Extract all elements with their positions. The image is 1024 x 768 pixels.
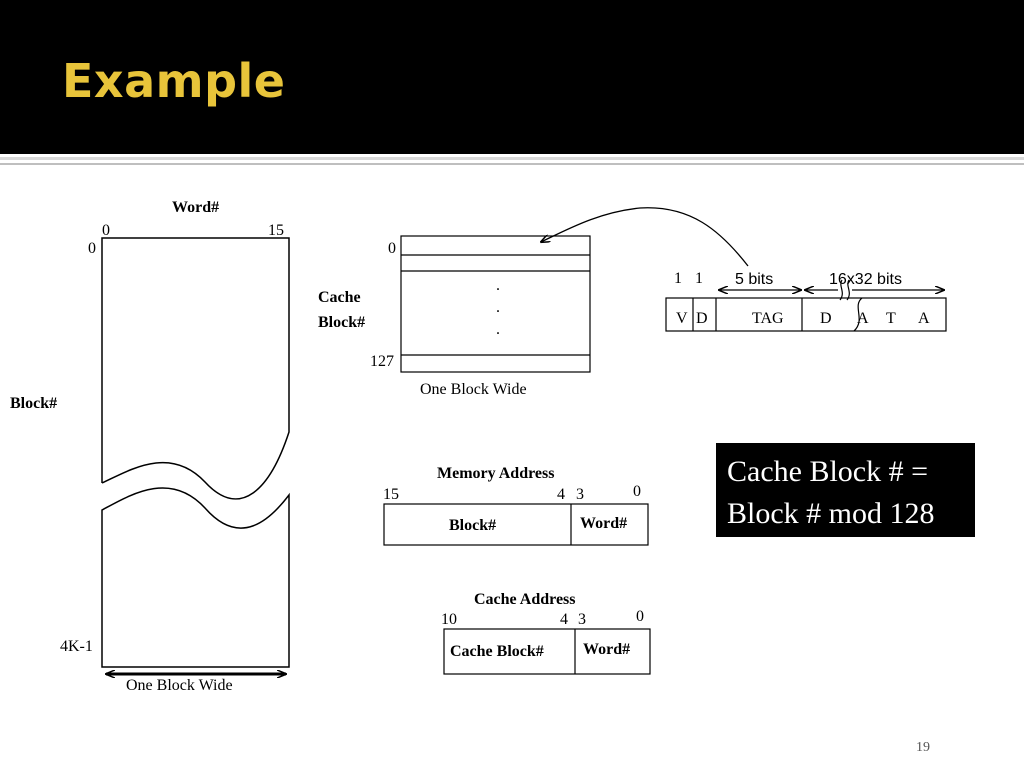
main-memory-word-first: 0 [102, 222, 110, 239]
page-number: 19 [916, 740, 930, 755]
cache-ellipsis-dot: . [496, 277, 500, 294]
cache-ellipsis-dot: . [496, 321, 500, 338]
cache-width-label: One Block Wide [420, 381, 527, 398]
main-memory-word-header: Word# [172, 199, 219, 216]
cache-address-bit-low: 0 [636, 608, 644, 625]
cache-address-bit-split-hi: 4 [560, 611, 568, 628]
memory-address: Memory Address 15 4 3 0 Block# Word# [383, 465, 649, 546]
cache-line-box [665, 297, 947, 332]
cache-address-bit-split-lo: 3 [578, 611, 586, 628]
mapping-formula-box: Cache Block # = Block # mod 128 [716, 443, 975, 537]
title-divider-secondary [0, 163, 1024, 165]
main-memory-word-last: 15 [268, 222, 284, 239]
memory-address-bit-high: 15 [383, 486, 399, 503]
main-memory-width-label: One Block Wide [126, 677, 233, 694]
field-data-letter: T [886, 310, 896, 327]
main-memory-upper-section [101, 237, 290, 500]
slide-title: Example [62, 54, 286, 108]
memory-address-title: Memory Address [437, 465, 554, 482]
field-data-letter: A [918, 310, 930, 327]
cache-line-pointer-arrow [541, 207, 749, 267]
cache-address-box [443, 628, 651, 675]
formula-line-1: Cache Block # = [727, 455, 929, 488]
main-memory-lower-section [101, 487, 290, 668]
cache-memory: 0 Cache Block# 127 . . . One Block Wide [318, 235, 591, 398]
cache-address-word-field: Word# [583, 641, 630, 658]
cache-label-line1: Cache [318, 289, 361, 306]
valid-bit-count: 1 [674, 270, 682, 287]
main-memory-block-label: Block# [10, 395, 57, 412]
main-memory-block-first: 0 [88, 240, 96, 257]
cache-address-bit-high: 10 [441, 611, 457, 628]
cache-label-line2: Block# [318, 314, 365, 331]
cache-ellipsis-dot: . [496, 299, 500, 316]
field-data-letter: A [857, 310, 869, 327]
memory-address-box [383, 503, 649, 546]
cache-last-index: 127 [370, 353, 394, 370]
cache-address: Cache Address 10 4 3 0 Cache Block# Word… [441, 591, 651, 675]
cache-first-index: 0 [388, 240, 396, 257]
title-bar [0, 0, 1024, 154]
cache-outline [400, 235, 591, 373]
memory-address-word-field: Word# [580, 515, 627, 532]
memory-address-block-field: Block# [449, 517, 496, 534]
field-valid: V [676, 310, 688, 327]
formula-line-2: Block # mod 128 [727, 497, 935, 530]
title-divider [0, 157, 1024, 160]
cache-address-title: Cache Address [474, 591, 576, 608]
memory-address-bit-split-hi: 4 [557, 486, 565, 503]
dirty-bit-count: 1 [695, 270, 703, 287]
memory-address-bit-split-lo: 3 [576, 486, 584, 503]
field-data-letter: D [820, 310, 832, 327]
data-bit-count: 16x32 bits [829, 271, 902, 288]
tag-bit-count: 5 bits [735, 271, 773, 288]
memory-address-bit-low: 0 [633, 483, 641, 500]
cache-address-block-field: Cache Block# [450, 643, 544, 660]
field-dirty: D [696, 310, 708, 327]
main-memory-block-last: 4K-1 [60, 638, 93, 655]
data-break-cut [853, 297, 863, 332]
main-memory: Word# 0 15 0 Block# 4K-1 One Block Wide [10, 199, 290, 694]
cache-line-format: 1 1 5 bits 16x32 bits V D TAG D A T A [665, 270, 947, 332]
field-tag: TAG [752, 310, 784, 327]
